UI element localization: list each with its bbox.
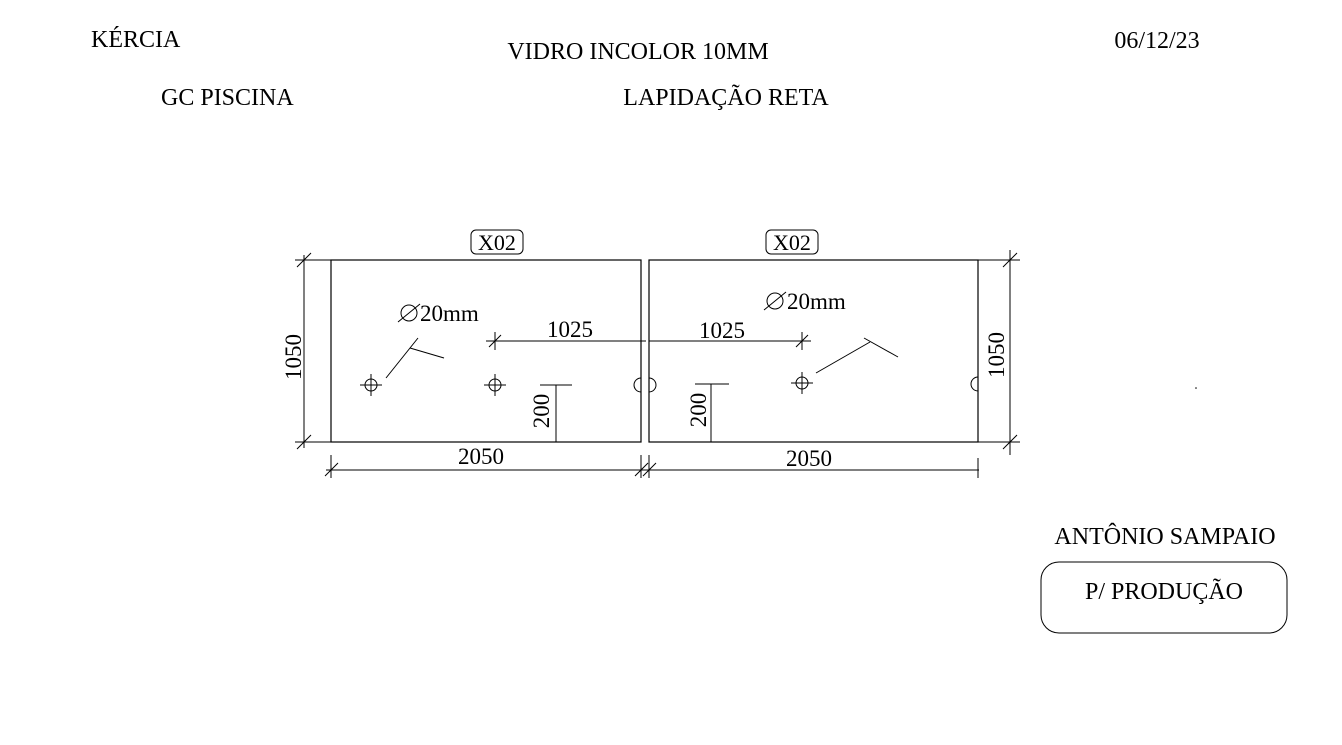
finish-spec: LAPIDAÇÃO RETA: [623, 85, 829, 111]
client-name: KÉRCIA: [91, 27, 181, 53]
panel-1-tag-box: [470, 229, 524, 255]
panel-1-bottom-label: 200: [529, 394, 554, 429]
glass-panel-1: X02 1050 2050 20mm 1025: [281, 229, 649, 478]
panel-2-bottom-label: 200: [686, 393, 711, 428]
panel-2-tag: X02: [773, 230, 811, 255]
panel-2-hole-label: 20mm: [787, 289, 846, 314]
panel-2-height-label: 1050: [984, 332, 1009, 378]
panel-1-width-label: 2050: [458, 444, 504, 469]
panel-2-width-label: 2050: [786, 446, 832, 471]
panel-1-hole-leader: [385, 337, 419, 379]
panel-2-edge-notch-right: [970, 376, 979, 392]
panel-2-outline: [648, 259, 979, 443]
panel-1-edge-notch: [633, 377, 642, 393]
panel-1-height-label: 1050: [281, 334, 306, 380]
panel-2-edge-notch-left: [648, 377, 657, 393]
panel-1-offset-label: 1025: [547, 317, 593, 342]
panel-1-diameter-icon: [400, 304, 418, 322]
panel-1-outline: [330, 259, 642, 443]
status-stamp-box: [1040, 561, 1288, 634]
status-stamp: P/ PRODUÇÃO: [1085, 579, 1243, 605]
panel-1-hole-label: 20mm: [420, 301, 479, 326]
project-name: GC PISCINA: [161, 85, 294, 111]
panel-2-tag-box: [765, 229, 819, 255]
glass-panel-2: X02 1050 2050 20mm 1025 200: [642, 229, 1020, 478]
panel-2-offset-label: 1025: [699, 318, 745, 343]
panel-1-tag: X02: [478, 230, 516, 255]
material-spec: VIDRO INCOLOR 10MM: [507, 39, 768, 65]
drawing-date: 06/12/23: [1114, 28, 1199, 54]
panel-2-hole-leader: [815, 341, 871, 374]
panel-2-diameter-icon: [766, 292, 784, 310]
stray-dot: [1195, 387, 1197, 389]
author-name: ANTÔNIO SAMPAIO: [1054, 523, 1275, 550]
